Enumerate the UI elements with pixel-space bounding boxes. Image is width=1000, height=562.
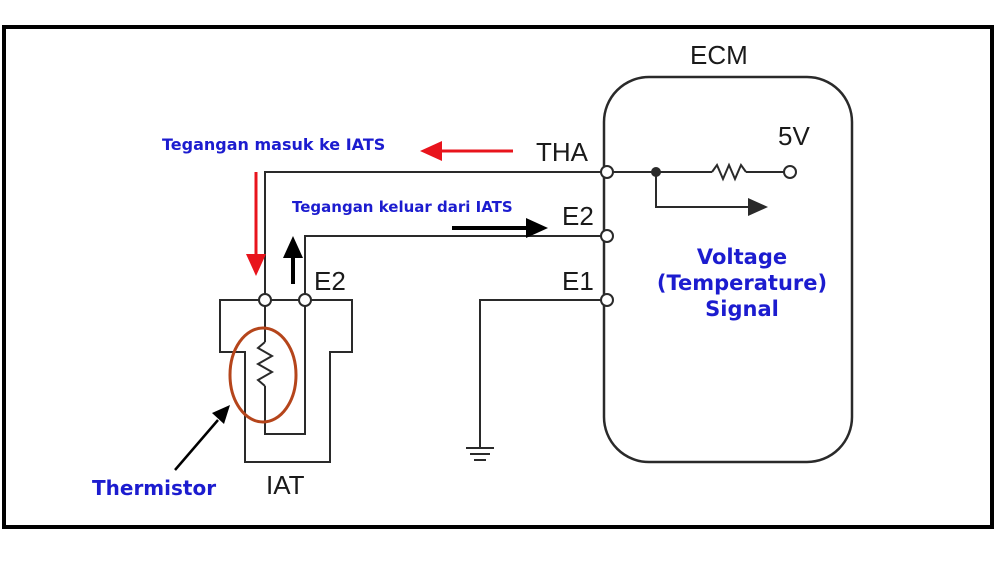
sensor-label-iat: IAT: [266, 470, 305, 500]
annotation-voltage-in: Tegangan masuk ke IATS: [162, 135, 385, 154]
diagram-frame: [2, 25, 994, 529]
sensor-terminals: [258, 293, 312, 307]
supply-terminal: [783, 165, 797, 179]
pointer-arrow-icon: [212, 405, 230, 424]
signal-label-line-2: (Temperature): [657, 271, 827, 295]
terminal-label-e2: E2: [562, 201, 594, 231]
arrow-left-icon: [420, 141, 442, 161]
pullup-resistor-icon: [711, 162, 747, 182]
signal-arrow-icon: [748, 198, 768, 216]
voltage-out-arrows: [283, 218, 548, 284]
supply-label: 5V: [778, 121, 810, 151]
thermistor-pointer: [174, 405, 230, 471]
annotation-voltage-out: Tegangan keluar dari IATS: [292, 198, 513, 216]
terminal-label-e1: E1: [562, 266, 594, 296]
sensor-terminal-tha: [258, 293, 272, 307]
signal-label: Voltage (Temperature) Signal: [657, 245, 827, 321]
terminal-e1: [600, 293, 614, 307]
signal-label-line-3: Signal: [705, 297, 779, 321]
ecm-box: [602, 75, 854, 464]
thermistor-resistor-icon: [255, 341, 275, 387]
e2-wire: [304, 235, 607, 300]
annotation-thermistor: Thermistor: [92, 476, 216, 500]
arrow-down-icon: [246, 254, 266, 276]
ground-icon: [466, 447, 494, 461]
iat-sensor-body: [219, 299, 353, 463]
terminal-tha: [600, 165, 614, 179]
sensor-terminal-e2: [298, 293, 312, 307]
sensor-internal-wiring: [255, 306, 306, 435]
signal-label-line-1: Voltage: [697, 245, 787, 269]
ecm-internal-circuit: [613, 162, 797, 208]
junction-dot: [651, 167, 661, 177]
e1-wire: [479, 299, 607, 448]
arrow-up-icon: [283, 236, 303, 258]
terminal-e2: [600, 229, 614, 243]
ecm-title: ECM: [690, 40, 748, 70]
voltage-in-arrows: [246, 141, 513, 276]
sensor-label-e2: E2: [314, 266, 346, 296]
arrow-right-icon: [526, 218, 548, 238]
ecm-terminals: [600, 165, 614, 307]
tha-wire: [264, 171, 607, 300]
terminal-label-tha: THA: [536, 137, 589, 167]
thermistor-highlight: [228, 326, 298, 424]
